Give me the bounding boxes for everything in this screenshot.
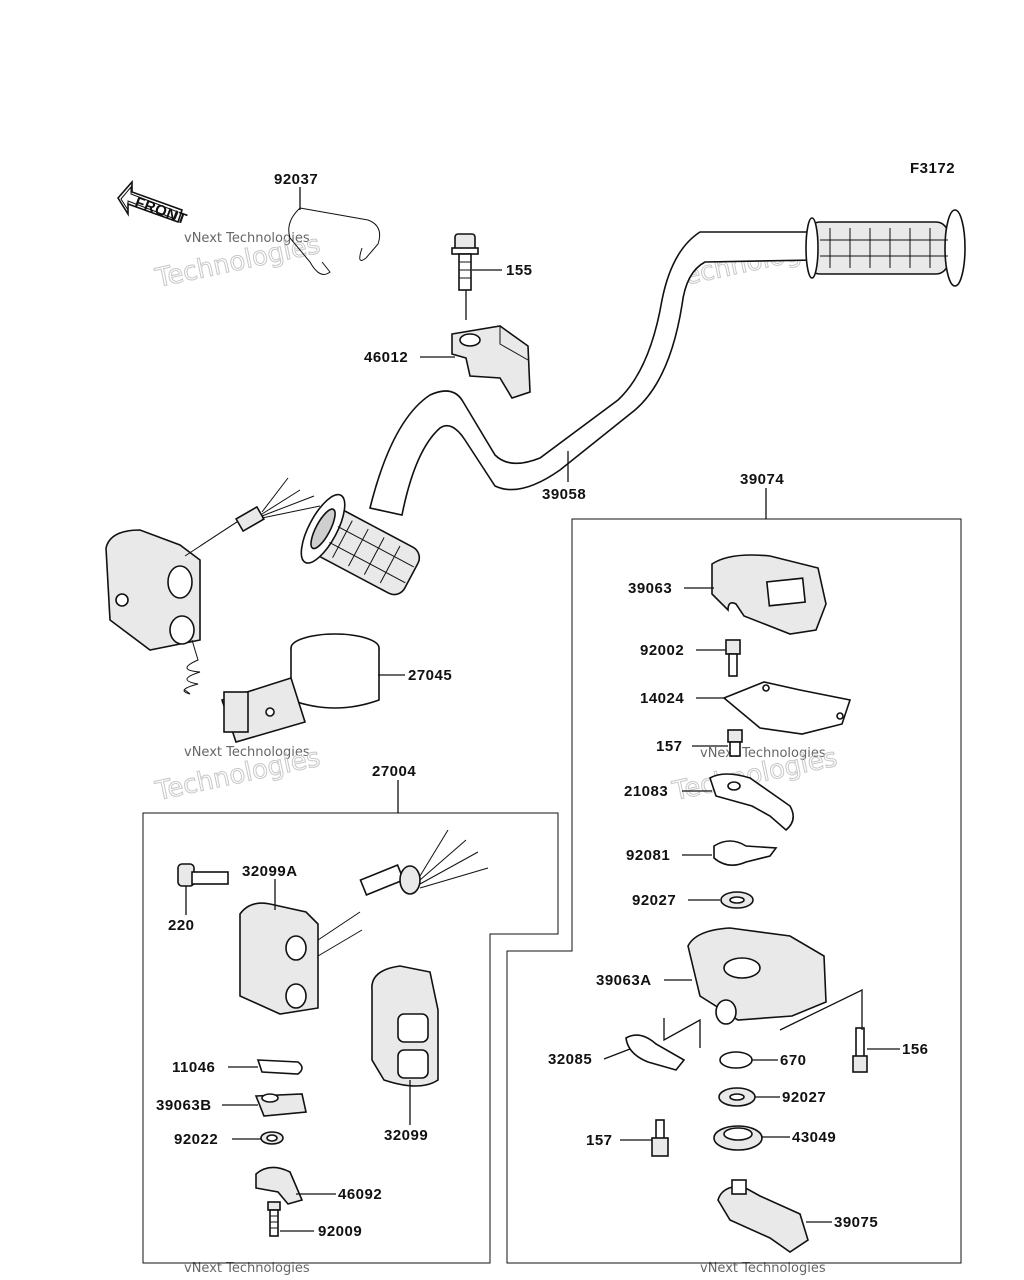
label-157-upper: 157 <box>656 738 683 755</box>
label-92002: 92002 <box>640 642 684 659</box>
group-39074-drawings <box>625 554 868 1253</box>
switch-upper-drawing <box>105 477 321 695</box>
leader-lines <box>185 187 900 1232</box>
label-11046: 11046 <box>172 1059 215 1076</box>
label-670: 670 <box>780 1052 807 1069</box>
label-155: 155 <box>506 262 533 279</box>
label-92081: 92081 <box>626 847 670 864</box>
label-156: 156 <box>902 1041 929 1058</box>
figure-code: F3172 <box>910 160 955 177</box>
label-39058: 39058 <box>542 486 586 503</box>
label-220: 220 <box>168 917 195 934</box>
group-27004-drawings <box>177 829 489 1237</box>
label-46012: 46012 <box>364 349 408 366</box>
label-14024: 14024 <box>640 690 684 707</box>
svg-text:vNext Technologies: vNext Technologies <box>700 1261 826 1276</box>
watermark-5: vNext Technologies vNext Technologies <box>184 1261 826 1276</box>
label-92022: 92022 <box>174 1131 218 1148</box>
label-32085: 32085 <box>548 1051 592 1068</box>
left-grip <box>300 493 421 596</box>
watermark-3: vNext Technologies Technologies <box>152 742 324 807</box>
label-157-lower: 157 <box>586 1132 613 1149</box>
svg-text:vNext Technologies: vNext Technologies <box>184 745 310 760</box>
label-39075: 39075 <box>834 1214 878 1231</box>
label-43049: 43049 <box>792 1129 836 1146</box>
label-39063: 39063 <box>628 580 672 597</box>
label-27004: 27004 <box>372 763 416 780</box>
label-46092: 46092 <box>338 1186 382 1203</box>
front-arrow: FRONT <box>117 179 190 229</box>
watermark-1: vNext Technologies Technologies <box>152 229 324 294</box>
label-32099A: 32099A <box>242 863 298 880</box>
front-label: FRONT <box>133 194 190 229</box>
label-39074: 39074 <box>740 471 784 488</box>
box-27004 <box>142 812 559 1264</box>
label-92027-upper: 92027 <box>632 892 676 909</box>
bracket-27045-drawing <box>220 633 380 743</box>
label-27045: 27045 <box>408 667 452 684</box>
svg-text:vNext Technologies: vNext Technologies <box>184 1261 310 1276</box>
label-39063B: 39063B <box>156 1097 212 1114</box>
bolt-155-drawing <box>451 233 479 291</box>
label-92009: 92009 <box>318 1223 362 1240</box>
label-32099: 32099 <box>384 1127 428 1144</box>
label-92027-lower: 92027 <box>782 1089 826 1106</box>
part-labels: 92037 155 46012 39058 27045 27004 32099A… <box>156 171 929 1240</box>
handlebar-drawing <box>300 209 966 596</box>
label-21083: 21083 <box>624 783 668 800</box>
label-39063A: 39063A <box>596 972 652 989</box>
svg-text:vNext Technologies: vNext Technologies <box>184 231 310 246</box>
box-39074 <box>506 518 962 1264</box>
clamp-46012-drawing <box>451 325 531 399</box>
label-92037: 92037 <box>274 171 318 188</box>
right-grip <box>805 209 966 287</box>
clip-92037-drawing <box>288 207 381 275</box>
